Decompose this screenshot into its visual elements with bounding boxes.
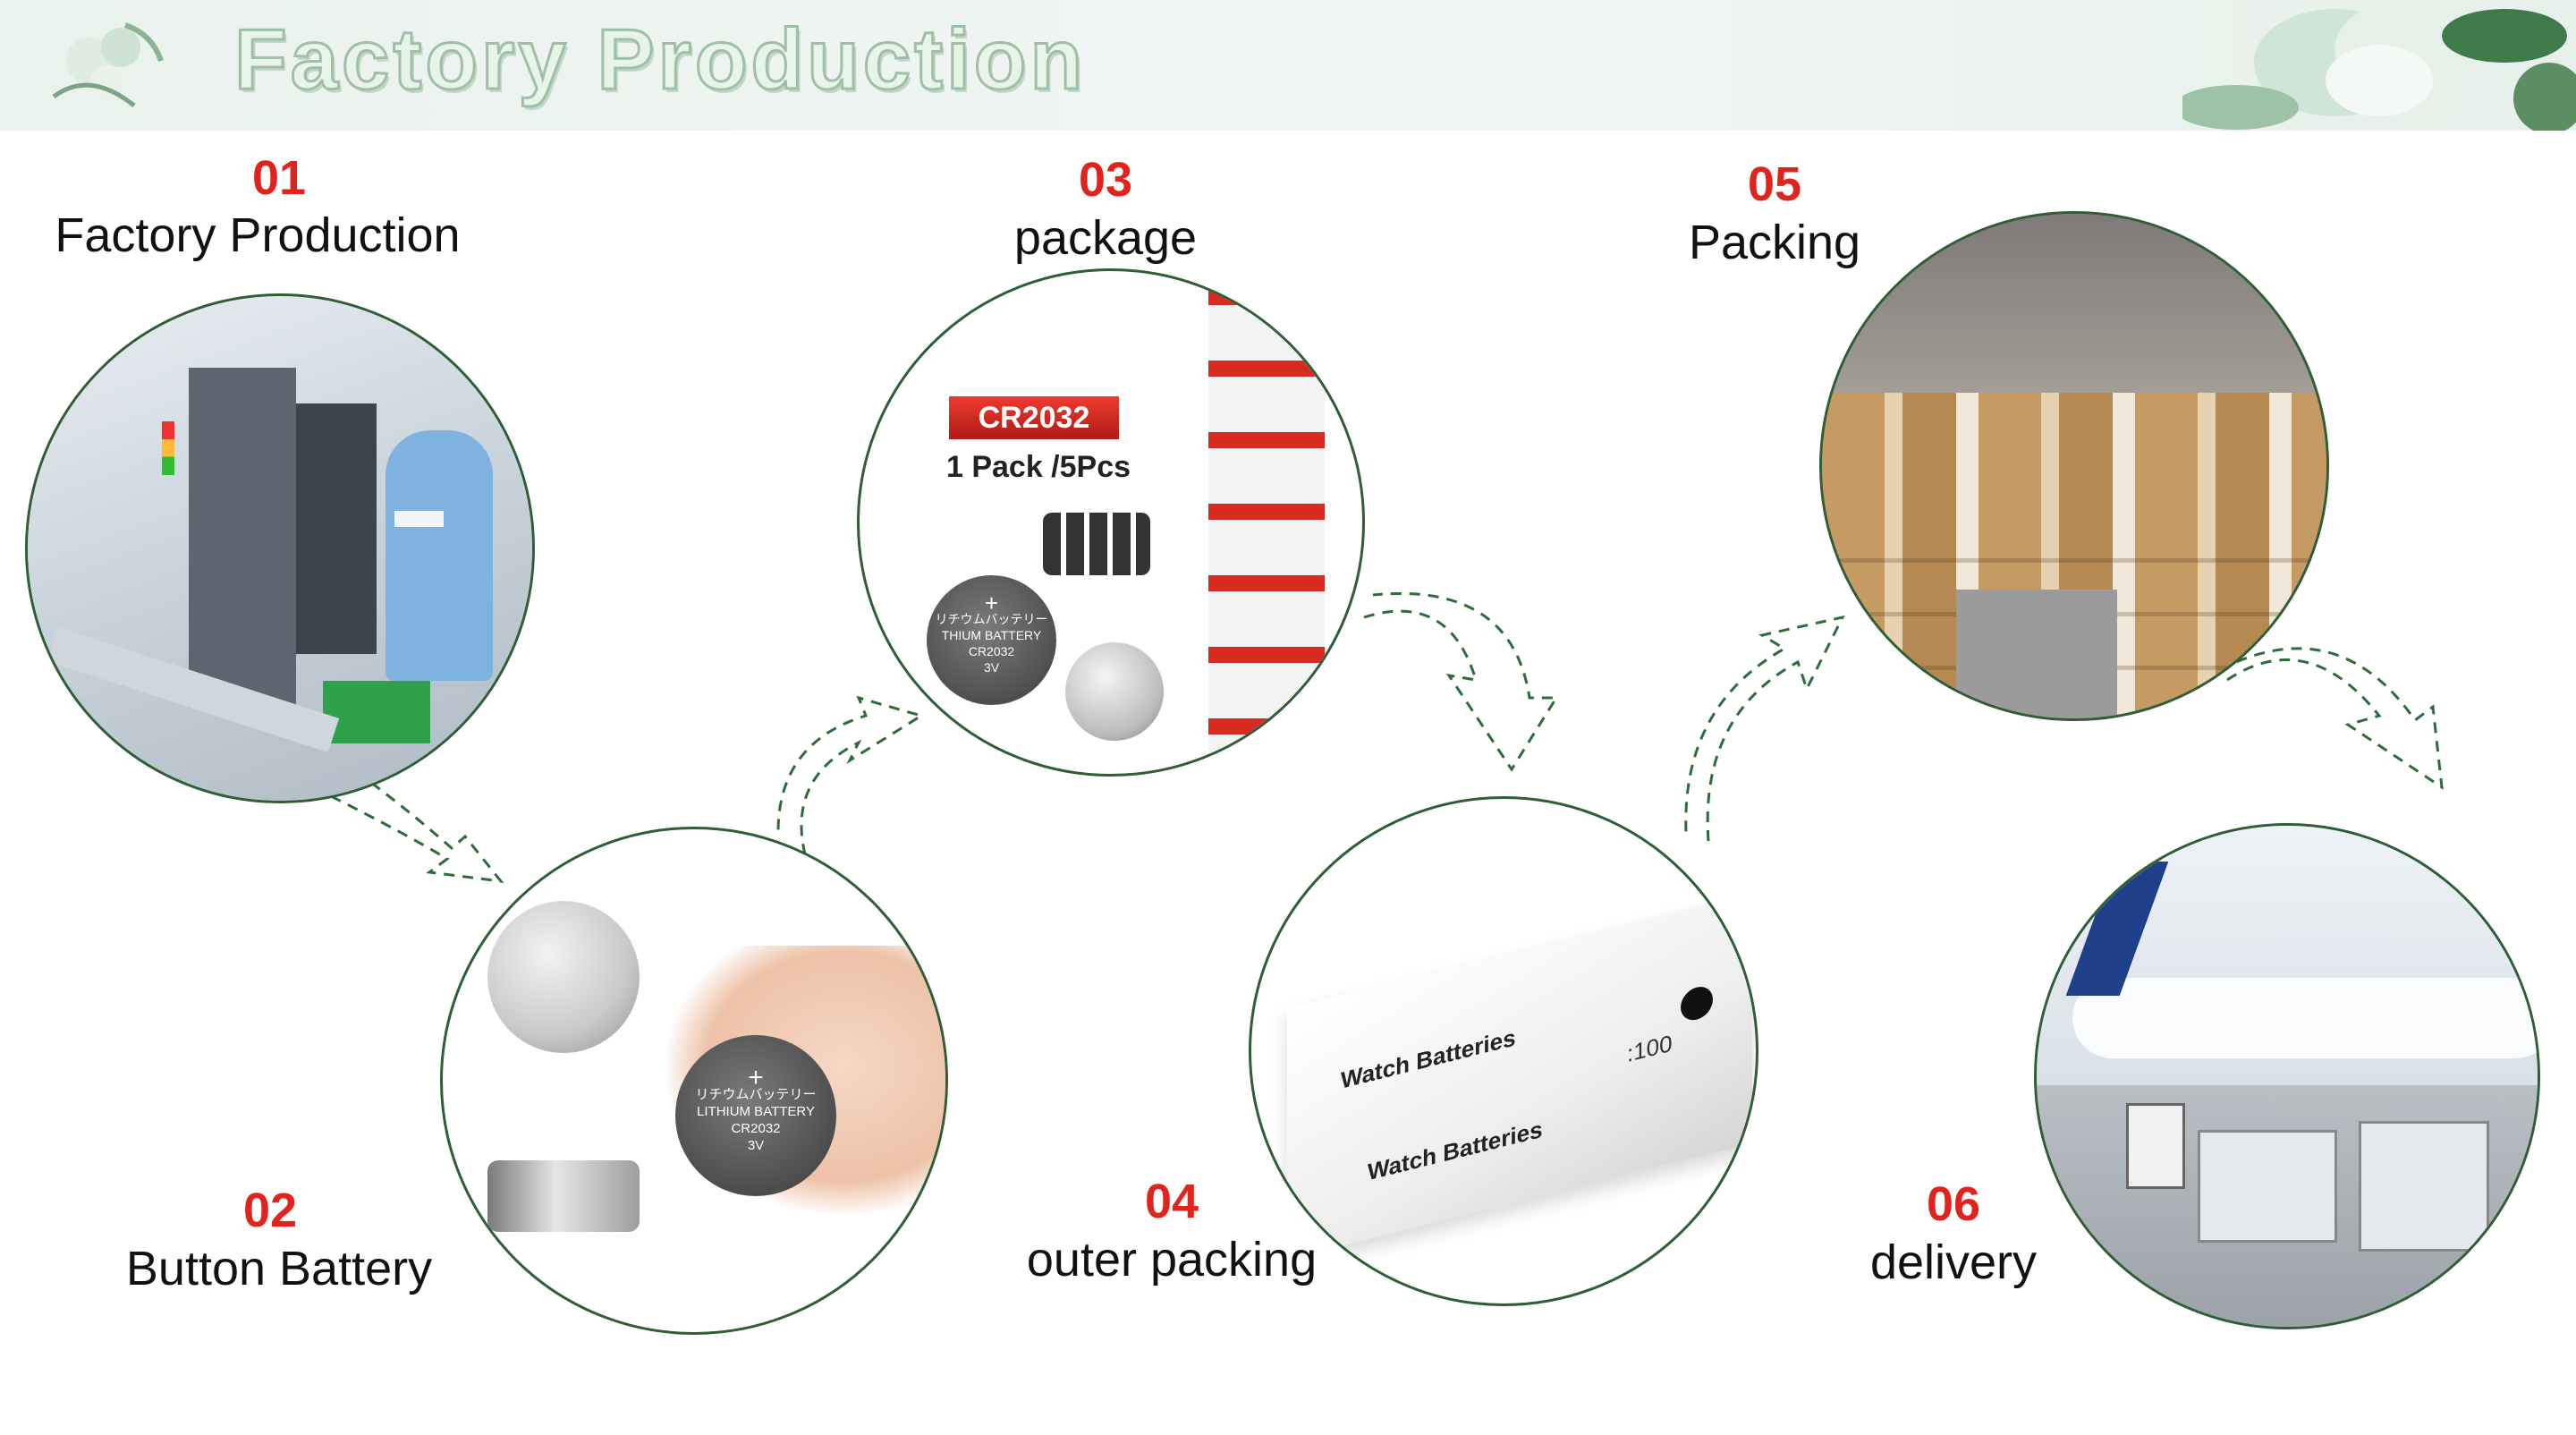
box-top-text: Watch Batteries [1341,1023,1516,1094]
package-cell-text-type: THIUM BATTERY [941,628,1042,642]
box-quantity-text: :100 [1627,1029,1673,1068]
box-logo-icon [1681,983,1713,1024]
step-06-number: 06 [1926,1177,1981,1231]
page-title: Factory Production [233,11,1087,109]
flow-arrow-2-3 [776,695,925,855]
cell-text-jp: リチウムバッテリー [695,1087,817,1102]
watch-batteries-box: Watch Batteries Watch Batteries :100 [1287,893,1752,1260]
step-01-label: Factory Production [55,208,461,262]
step-04-label: outer packing [1026,1233,1318,1286]
package-cell-text-jp: リチウムバッテリー [935,612,1048,626]
package-coin-cell: + リチウムバッテリー THIUM BATTERY CR2032 3V [927,575,1056,705]
magnolia-flower-icon [2182,0,2576,131]
flow-arrow-3-4 [1363,591,1559,772]
lithium-coin-cell: + リチウムバッテリー LITHIUM BATTERY CR2032 3V [675,1035,836,1196]
pack-count-text: 1 Pack /5Pcs [945,450,1131,484]
car-keys-image [1043,513,1150,575]
step-02-photo-battery: + リチウムバッテリー LITHIUM BATTERY CR2032 3V [440,827,948,1335]
package-cell-text-model: CR2032 [968,644,1015,658]
flower-bouquet-icon [52,22,164,107]
step-03-label: package [1013,211,1198,265]
step-04-number: 04 [1144,1175,1199,1228]
blister-strip [1208,289,1325,763]
cell-text-type: LITHIUM BATTERY [697,1104,815,1119]
package-battery-back [1065,642,1164,741]
step-02-label: Button Battery [125,1242,433,1295]
step-05-number: 05 [1747,157,1802,211]
box-front-text: Watch Batteries [1368,1115,1543,1186]
battery-side-view [487,1160,640,1232]
step-04-photo-box: Watch Batteries Watch Batteries :100 [1249,796,1758,1306]
cargo-container-2 [2359,1121,2489,1252]
airplane-fuselage [2072,978,2538,1058]
step-01-number: 01 [251,151,307,205]
package-cell-text-voltage: 3V [983,660,1000,675]
cell-text-voltage: 3V [747,1138,765,1153]
step-05-photo-warehouse [1819,211,2329,721]
cargo-tug [2126,1103,2185,1189]
step-02-number: 02 [242,1184,298,1237]
cargo-container-1 [2198,1130,2337,1243]
step-06-photo-airport [2034,823,2540,1329]
battery-top-view [487,901,640,1053]
step-06-label: delivery [1869,1235,2038,1289]
cell-text-model: CR2032 [731,1121,781,1136]
flow-arrow-4-5 [1684,615,1845,842]
header-banner: Factory Production [0,0,2576,131]
step-03-photo-package: CR2032 1 Pack /5Pcs + リチウムバッテリー THIUM BA… [857,268,1365,777]
step-01-photo-factory [25,293,535,803]
cr2032-badge: CR2032 [949,396,1119,439]
step-03-number: 03 [1078,153,1133,207]
